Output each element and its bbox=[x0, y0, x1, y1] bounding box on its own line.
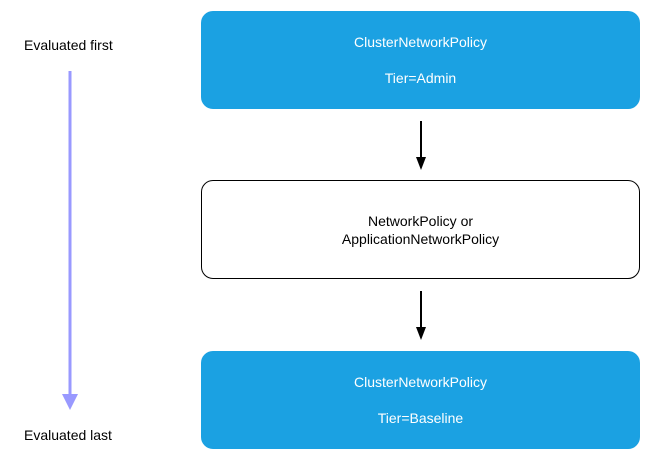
evaluation-order-arrow bbox=[62, 71, 78, 410]
flow-arrow-middle-to-baseline bbox=[416, 291, 426, 340]
baseline-tier-label: Tier=Baseline bbox=[377, 410, 464, 426]
network-policy-box: NetworkPolicy or ApplicationNetworkPolic… bbox=[201, 180, 640, 279]
baseline-tier-policy-box: ClusterNetworkPolicy Tier=Baseline bbox=[201, 351, 640, 449]
network-policy-line-1: NetworkPolicy or bbox=[367, 212, 474, 229]
admin-tier-label: Tier=Admin bbox=[384, 70, 457, 86]
baseline-policy-title: ClusterNetworkPolicy bbox=[353, 374, 488, 390]
admin-policy-title: ClusterNetworkPolicy bbox=[353, 34, 488, 50]
network-policy-line-2: ApplicationNetworkPolicy bbox=[341, 230, 500, 247]
evaluated-first-label: Evaluated first bbox=[24, 37, 113, 53]
flow-arrow-admin-to-middle bbox=[416, 121, 426, 170]
evaluated-last-label: Evaluated last bbox=[24, 427, 112, 443]
admin-tier-policy-box: ClusterNetworkPolicy Tier=Admin bbox=[201, 11, 640, 109]
